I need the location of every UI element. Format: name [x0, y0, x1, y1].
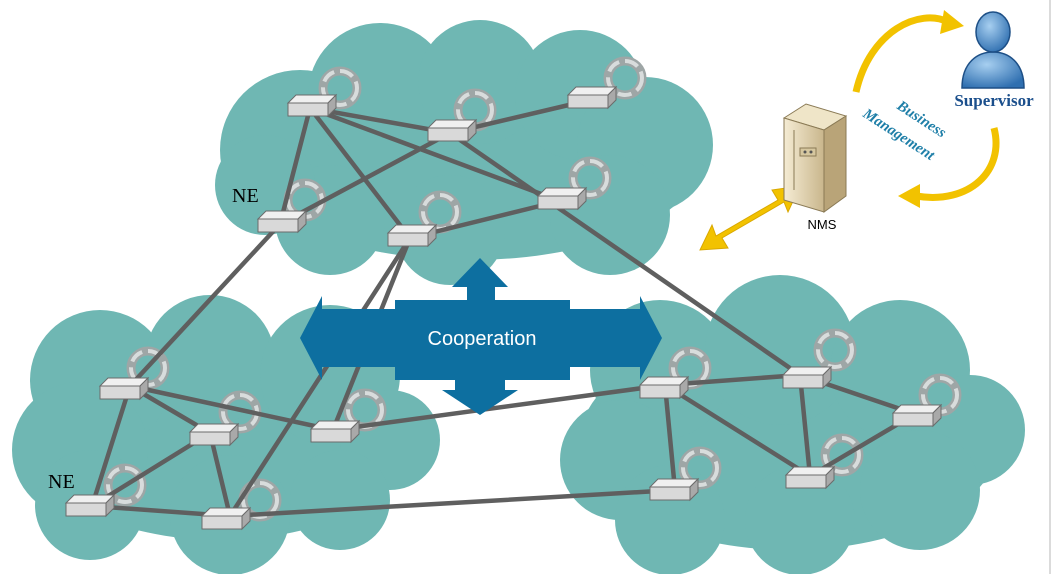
switch-icon [310, 420, 360, 443]
switch-icon [567, 86, 617, 109]
switch-icon [99, 377, 149, 400]
cloud-top [215, 20, 713, 285]
cloud-bottom-left [12, 295, 440, 574]
server-icon [782, 103, 848, 213]
user-icon [961, 11, 1025, 89]
ne-label-top: NE [232, 185, 259, 207]
cooperation-arrow: Cooperation [300, 258, 662, 415]
switch-icon [892, 404, 942, 427]
cooperation-label: Cooperation [428, 328, 537, 350]
switch-icon [639, 376, 689, 399]
supervisor-label: Supervisor [954, 91, 1034, 110]
switch-icon [427, 119, 477, 142]
switch-icon [537, 187, 587, 210]
switch-icon [387, 224, 437, 247]
switch-icon [785, 466, 835, 489]
switch-icon [782, 366, 832, 389]
switch-icon [189, 423, 239, 446]
nms-label: NMS [808, 217, 837, 232]
switch-icon [201, 507, 251, 530]
switch-icon [257, 210, 307, 233]
ne-label-bottom: NE [48, 471, 75, 493]
switch-icon [649, 478, 699, 501]
business-cycle-arrows [852, 10, 1000, 208]
switch-icon [65, 494, 115, 517]
switch-icon [287, 94, 337, 117]
